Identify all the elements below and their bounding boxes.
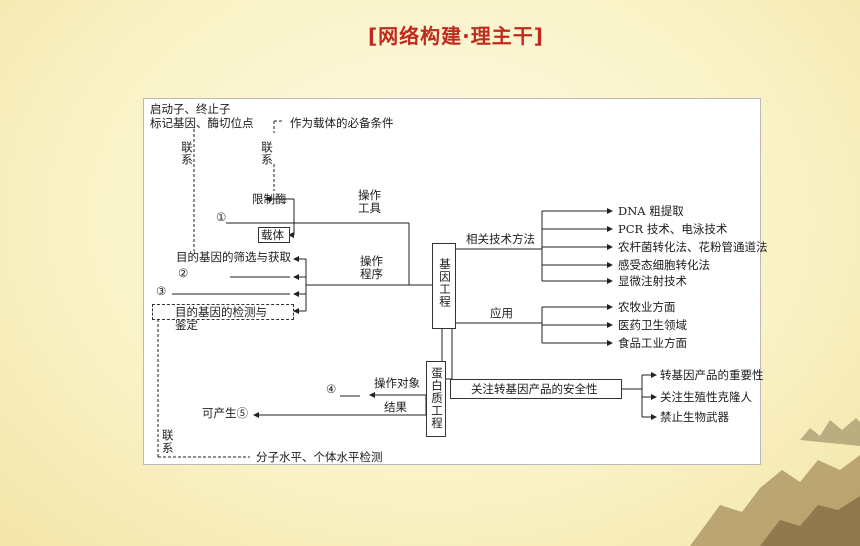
tech-label: 相关技术方法 bbox=[466, 232, 535, 246]
app-item-2: 医药卫生领域 bbox=[618, 318, 687, 332]
link-label-3: 联系 bbox=[162, 428, 174, 455]
connector-lines bbox=[157, 120, 657, 458]
tech-item-2: PCR 技术、电泳技术 bbox=[618, 222, 728, 236]
app-label: 应用 bbox=[490, 306, 513, 320]
tech-item-4: 感受态细胞转化法 bbox=[618, 258, 710, 272]
slide-title: [网络构建·理主干] bbox=[368, 24, 544, 48]
safety-item-1: 转基因产品的重要性 bbox=[660, 368, 764, 382]
blank-4: ④ bbox=[326, 382, 337, 396]
link-label-1: 联系 bbox=[180, 141, 194, 166]
safety-item-2: 关注生殖性克隆人 bbox=[660, 390, 752, 404]
blank-2: ② bbox=[178, 266, 189, 280]
program-label: 操作程序 bbox=[360, 254, 383, 281]
promoter-label: 启动子、终止子 bbox=[150, 102, 231, 116]
object-label: 操作对象 bbox=[374, 376, 420, 390]
app-item-1: 农牧业方面 bbox=[618, 300, 676, 314]
concept-map: 启动子、终止子 标记基因、酶切位点 作为载体的必备条件 联系 联系 限制酶 载体… bbox=[143, 98, 768, 465]
protein-engineering-box: 蛋白质工程 bbox=[426, 361, 446, 437]
link-label-2: 联系 bbox=[260, 141, 274, 166]
screening-label: 目的基因的筛选与获取 bbox=[176, 250, 291, 264]
tech-item-5: 显微注射技术 bbox=[618, 274, 687, 288]
molecular-label: 分子水平、个体水平检测 bbox=[256, 450, 383, 464]
app-item-3: 食品工业方面 bbox=[618, 336, 687, 350]
blank-1: ① bbox=[216, 210, 227, 224]
tech-item-3: 农杆菌转化法、花粉管通道法 bbox=[618, 240, 768, 254]
safety-box: 关注转基因产品的安全性 bbox=[450, 379, 622, 399]
enzyme-label: 限制酶 bbox=[252, 192, 287, 206]
can-produce-label: 可产生⑤ bbox=[202, 406, 248, 420]
gene-engineering-box: 基因工程 bbox=[432, 243, 456, 329]
vector-condition-label: 作为载体的必备条件 bbox=[290, 116, 394, 130]
tech-item-1: DNA 粗提取 bbox=[618, 204, 684, 218]
blank-3: ③ bbox=[156, 284, 167, 298]
result-label: 结果 bbox=[384, 400, 407, 414]
marker-label: 标记基因、酶切位点 bbox=[150, 116, 254, 130]
safety-item-3: 禁止生物武器 bbox=[660, 410, 729, 424]
tools-label: 操作工具 bbox=[358, 188, 381, 215]
vector-box: 载体 bbox=[258, 227, 290, 243]
detection-box: 目的基因的检测与鉴定 bbox=[152, 304, 294, 332]
